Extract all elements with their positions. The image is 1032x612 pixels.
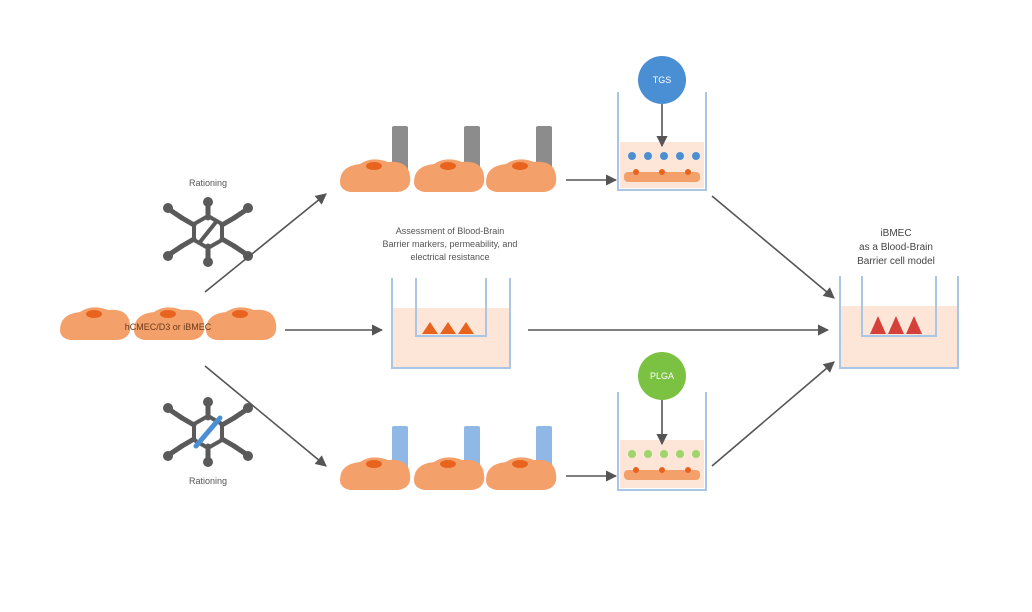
top-cell-layer xyxy=(340,126,557,192)
arrow-to-bottom-branch xyxy=(204,365,327,467)
assessment-line-2: Barrier markers, permeability, and xyxy=(383,239,518,249)
top-transwell xyxy=(617,92,707,191)
result-line-1: iBMEC xyxy=(880,228,911,239)
result-line-2: as a Blood-Brain xyxy=(859,242,933,253)
bottom-molecule-label: Rationing xyxy=(189,476,227,486)
arrow-top-to-result xyxy=(711,195,835,299)
arrow-bottom-to-result xyxy=(711,361,835,467)
top-molecule-label: Rationing xyxy=(189,178,227,188)
result-line-3: Barrier cell model xyxy=(857,256,935,267)
top-circle-icon xyxy=(638,56,686,104)
top-circle-label: TGS xyxy=(653,75,672,85)
start-cells-label: hCMEC/D3 or iBMEC xyxy=(125,322,212,332)
start-cell-layer: hCMEC/D3 or iBMEC xyxy=(60,307,277,340)
bottom-molecule-icon xyxy=(163,397,253,467)
assessment-line-3: electrical resistance xyxy=(410,252,489,262)
arrow-to-top-branch xyxy=(204,193,327,293)
assessment-line-1: Assessment of Blood-Brain xyxy=(396,226,505,236)
bottom-cell-layer xyxy=(340,426,557,490)
bottom-circle-icon xyxy=(638,352,686,400)
top-molecule-icon xyxy=(163,197,253,267)
result-transwell xyxy=(839,276,959,369)
middle-transwell xyxy=(391,278,511,369)
bottom-transwell xyxy=(617,392,707,491)
bottom-circle-label: PLGA xyxy=(650,371,674,381)
